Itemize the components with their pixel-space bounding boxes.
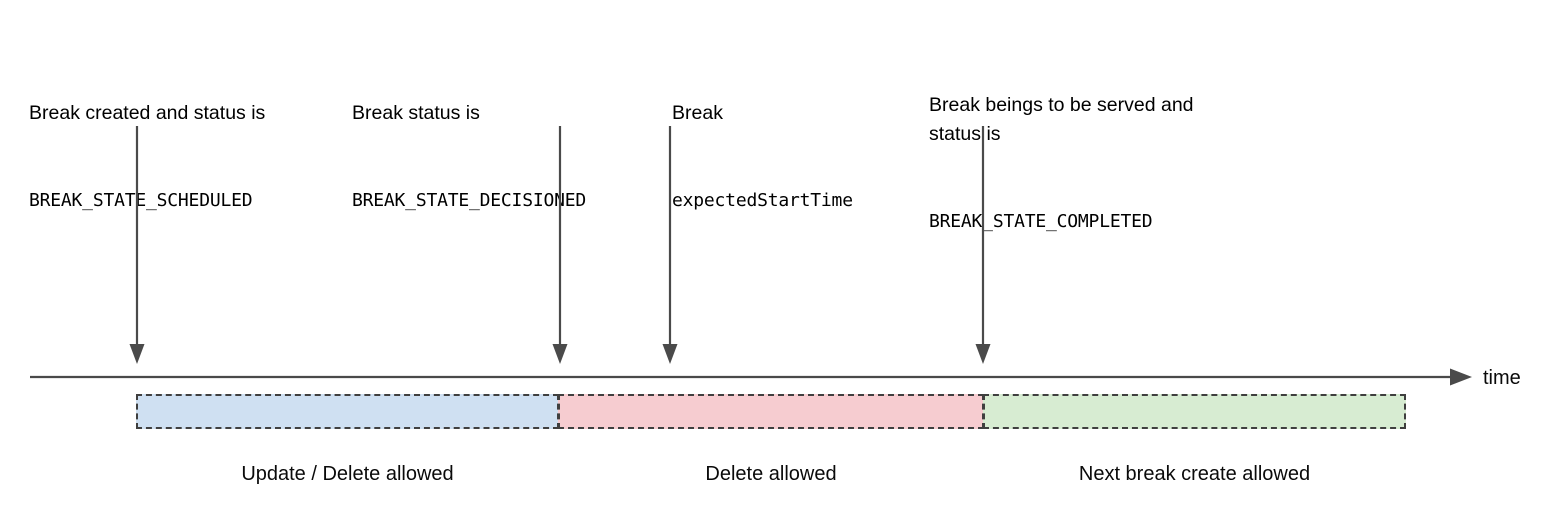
marker-arrow-expected-start-time bbox=[660, 126, 680, 366]
annotation-scheduled-state: BREAK_STATE_SCHEDULED bbox=[29, 190, 253, 211]
marker-arrow-decisioned bbox=[550, 126, 570, 366]
timeline-axis bbox=[30, 361, 1480, 395]
annotation-decisioned-state: BREAK_STATE_DECISIONED bbox=[352, 190, 587, 211]
annotation-expected-text: Break bbox=[672, 102, 723, 124]
phase-bar-update-delete-allowed bbox=[136, 394, 559, 429]
phase-bar-next-break-create-allowed bbox=[983, 394, 1406, 429]
phase-caption-next-break-create-allowed: Next break create allowed bbox=[1078, 463, 1311, 485]
annotation-expected-field: expectedStartTime bbox=[672, 190, 853, 211]
annotation-break-decisioned: Break status is BREAK_STATE_DECISIONED bbox=[352, 41, 672, 273]
axis-label-time: time bbox=[1483, 367, 1521, 389]
annotation-completed-state: BREAK_STATE_COMPLETED bbox=[929, 211, 1153, 232]
annotation-break-scheduled: Break created and status is BREAK_STATE_… bbox=[29, 41, 359, 273]
annotation-break-expected-start-time: Break expectedStartTime bbox=[672, 41, 932, 273]
annotation-completed-text: Break beings to be served and status is bbox=[929, 94, 1199, 145]
annotation-scheduled-text: Break created and status is bbox=[29, 102, 266, 124]
marker-arrow-completed bbox=[973, 126, 993, 366]
phase-caption-delete-allowed: Delete allowed bbox=[705, 463, 837, 485]
phase-bar-delete-allowed bbox=[558, 394, 984, 429]
phase-caption-update-delete-allowed: Update / Delete allowed bbox=[241, 463, 454, 485]
annotation-decisioned-text: Break status is bbox=[352, 102, 480, 124]
annotation-break-completed: Break beings to be served and status is … bbox=[929, 33, 1234, 294]
marker-arrow-scheduled bbox=[127, 126, 147, 366]
